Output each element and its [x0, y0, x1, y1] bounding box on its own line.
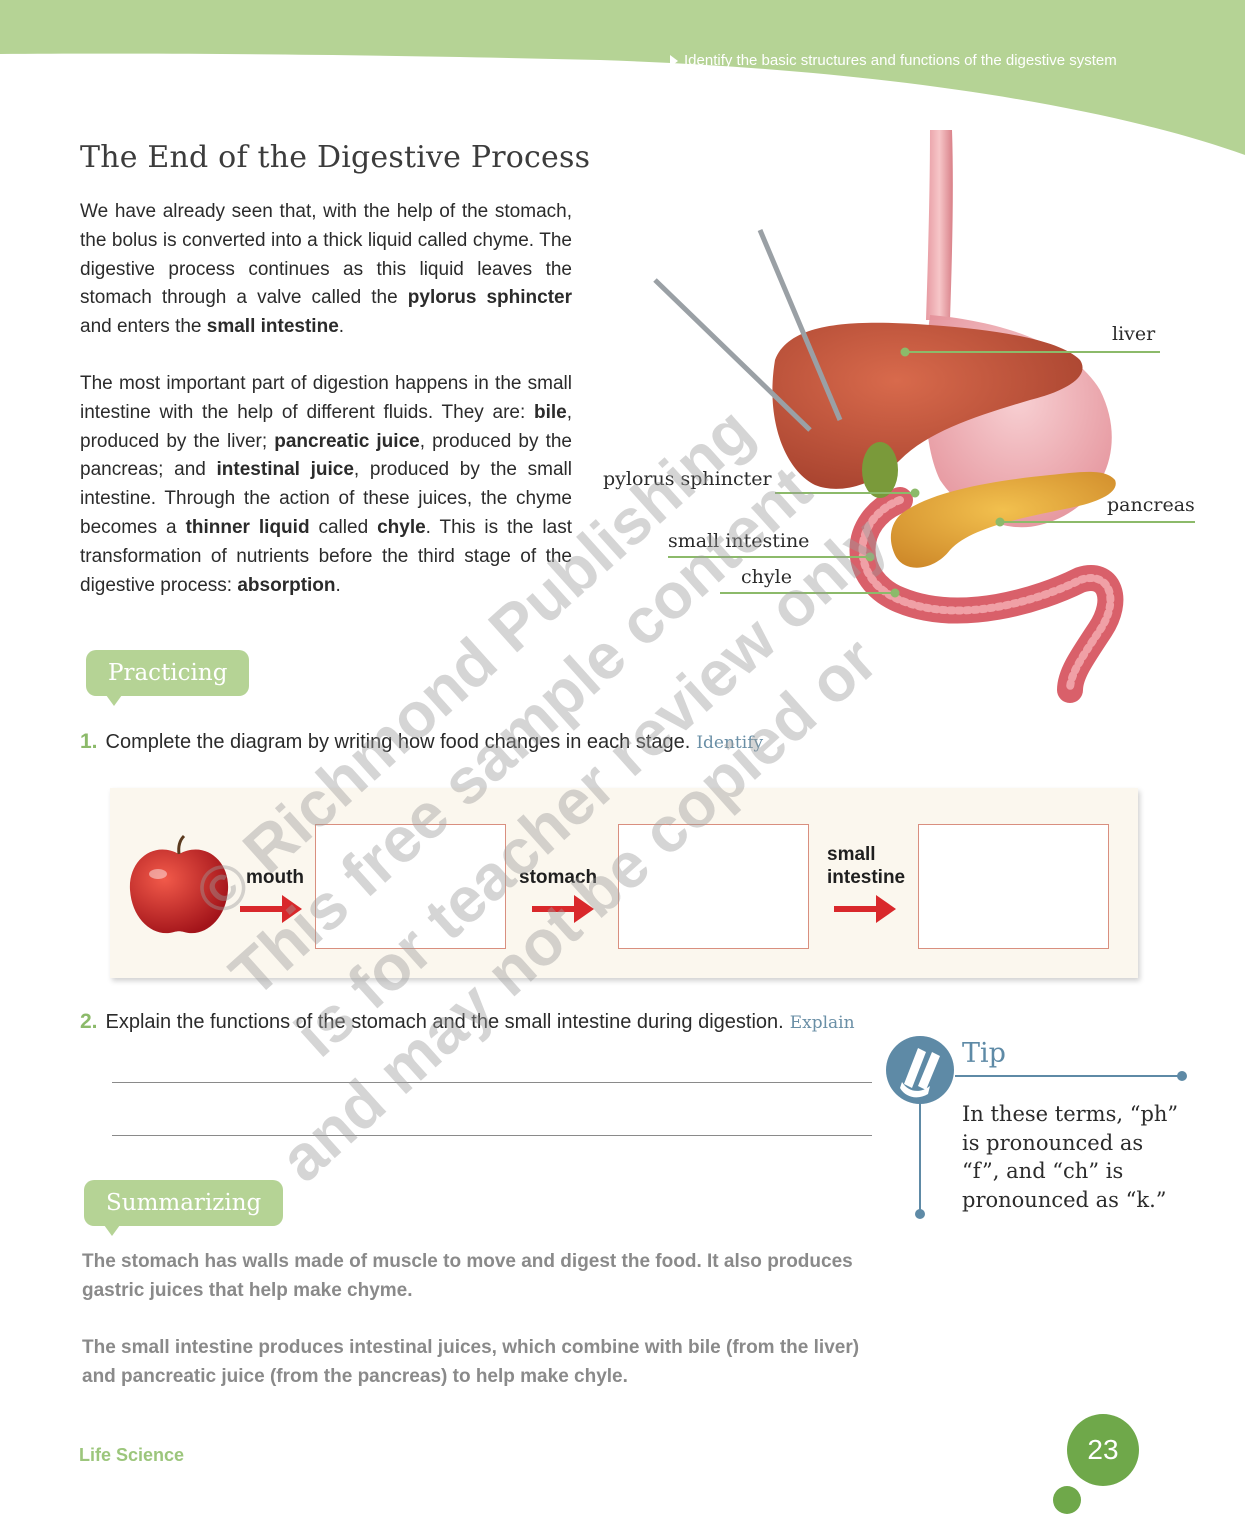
arrow-right-icon	[240, 895, 302, 923]
text-run: and enters the	[80, 316, 207, 338]
summary-stomach: The stomach has walls made of muscle to …	[82, 1251, 853, 1301]
page-dot-decoration	[1053, 1486, 1081, 1514]
practicing-heading: Practicing	[86, 650, 250, 706]
page-title: The End of the Digestive Process	[80, 140, 591, 175]
text-run: .	[338, 316, 345, 338]
esophagus-shape	[926, 130, 953, 320]
question-2-number: 2.	[80, 1010, 98, 1033]
play-triangle-icon	[670, 55, 678, 68]
label-small-intestine: small intestine	[668, 530, 810, 552]
key-term: pancreatic juice	[274, 430, 420, 452]
arrow-right-icon	[834, 895, 896, 923]
stage-mouth-label: mouth	[246, 867, 305, 888]
text-run: The most important part of digestion hap…	[80, 373, 572, 423]
answer-box-small-intestine[interactable]	[918, 824, 1109, 949]
summarizing-heading: Summarizing	[84, 1180, 284, 1236]
text-run: called	[309, 516, 378, 538]
pencil-icon	[900, 1048, 940, 1098]
question-1-text: Complete the diagram by writing how food…	[105, 731, 691, 753]
label-pylorus-sphincter: pylorus sphincter	[603, 468, 772, 490]
key-term: absorption	[237, 574, 336, 596]
label-liver: liver	[1112, 323, 1156, 345]
digestive-organs-illustration	[653, 130, 1195, 703]
gallbladder-shape	[862, 442, 898, 498]
key-term: bile	[533, 401, 567, 423]
answer-box-stomach[interactable]	[618, 824, 809, 949]
question-2: 2. Explain the functions of the stomach a…	[80, 1010, 855, 1034]
text-run: , produced by the liver;	[80, 401, 572, 452]
label-pancreas: pancreas	[1107, 494, 1195, 516]
arrow-right-icon	[532, 895, 594, 923]
question-1-skill: Identify	[696, 733, 764, 753]
text-run: , produced by the pancreas; and	[80, 430, 572, 481]
text-run: We have already seen that, with the help…	[80, 201, 572, 309]
learning-objective: Identify the basic structures and functi…	[670, 52, 1117, 69]
page-number: 23	[1087, 1434, 1119, 1465]
label-chyle: chyle	[741, 566, 792, 588]
stage-small-intestine-label: small intestine	[827, 844, 906, 888]
answer-box-mouth[interactable]	[315, 824, 506, 949]
tip-frame	[886, 1036, 1187, 1219]
question-2-skill: Explain	[789, 1013, 855, 1033]
intro-paragraph: We have already seen that, with the help…	[80, 198, 572, 342]
page-number-badge	[1067, 1414, 1139, 1486]
tip-text: In these terms, “ph” is pronounced as “f…	[962, 1102, 1179, 1212]
header-band	[0, 0, 1245, 155]
text-run: , produced by the small intestine. Throu…	[80, 459, 572, 538]
key-term: pylorus sphincter	[407, 287, 572, 309]
key-term: intestinal juice	[216, 459, 354, 481]
digestion-paragraph: The most important part of digestion hap…	[80, 370, 572, 600]
text-run: .	[335, 574, 341, 596]
text-run: . This is the last transformation of nut…	[80, 516, 572, 596]
liver-shape	[772, 322, 1083, 489]
tip-title: Tip	[962, 1038, 1006, 1069]
key-term: thinner liquid	[185, 516, 310, 538]
answer-line[interactable]	[112, 1135, 872, 1136]
question-1-number: 1.	[80, 730, 98, 753]
stage-stomach-label: stomach	[519, 867, 598, 888]
apple-icon	[129, 834, 229, 934]
key-term: small intestine	[206, 316, 339, 338]
footer-subject: Life Science	[79, 1445, 185, 1465]
summary-small-intestine: The small intestine produces intestinal …	[82, 1337, 860, 1387]
answer-line[interactable]	[112, 1082, 872, 1083]
question-2-text: Explain the functions of the stomach and…	[105, 1011, 784, 1033]
question-1: 1. Complete the diagram by writing how fo…	[80, 730, 763, 754]
key-term: chyle	[377, 516, 426, 538]
